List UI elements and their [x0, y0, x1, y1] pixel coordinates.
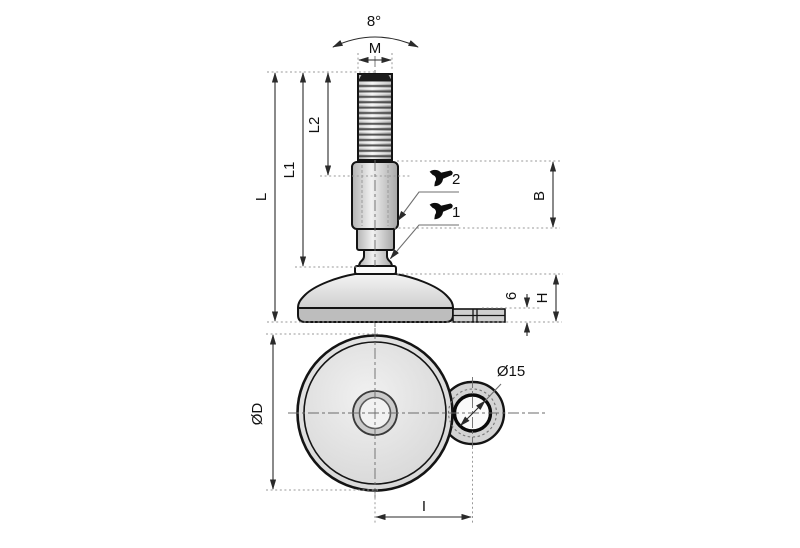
pivot-neck	[358, 249, 393, 268]
dimension-dia15: Ø15	[459, 363, 525, 427]
dimension-six: 6	[503, 292, 531, 336]
dimension-diaD: ØD	[249, 334, 277, 490]
dimension-b: B	[531, 161, 557, 228]
label-wrench1: 1	[452, 204, 460, 221]
side-view: 8° M L2 L1 L B H 6	[253, 13, 563, 336]
label-h: H	[534, 293, 551, 304]
lower-spindle	[356, 226, 395, 251]
dimension-i: I	[375, 498, 472, 521]
label-diaD: ØD	[249, 403, 266, 426]
dimension-l1: L1	[281, 72, 307, 267]
wrench-icon	[429, 169, 453, 187]
dimension-m: M	[358, 40, 392, 64]
mounting-lug-side	[452, 308, 506, 323]
dimension-angle: 8°	[332, 13, 419, 48]
wrench-icon	[429, 202, 453, 220]
dimension-l: L	[253, 72, 279, 322]
dimension-l2: L2	[306, 72, 332, 176]
label-m: M	[369, 40, 382, 57]
wrench-callout-1: 1	[389, 202, 460, 260]
threaded-stud	[357, 73, 393, 161]
label-l2: L2	[306, 117, 323, 134]
label-wrench2: 2	[452, 171, 460, 188]
bottom-view: ØD I Ø15	[249, 328, 545, 523]
label-six: 6	[503, 292, 520, 300]
label-i: I	[422, 498, 426, 515]
stud-chamfer-cap	[358, 74, 392, 81]
washer	[354, 265, 397, 275]
base-bottom-band	[297, 307, 454, 323]
base-dome	[297, 273, 454, 309]
label-b: B	[531, 191, 548, 201]
dimension-h: H	[534, 274, 560, 322]
label-l: L	[253, 193, 270, 201]
label-angle: 8°	[367, 13, 381, 30]
wrench-callout-2: 2	[397, 169, 460, 222]
label-l1: L1	[281, 162, 298, 179]
label-dia15: Ø15	[497, 363, 525, 380]
